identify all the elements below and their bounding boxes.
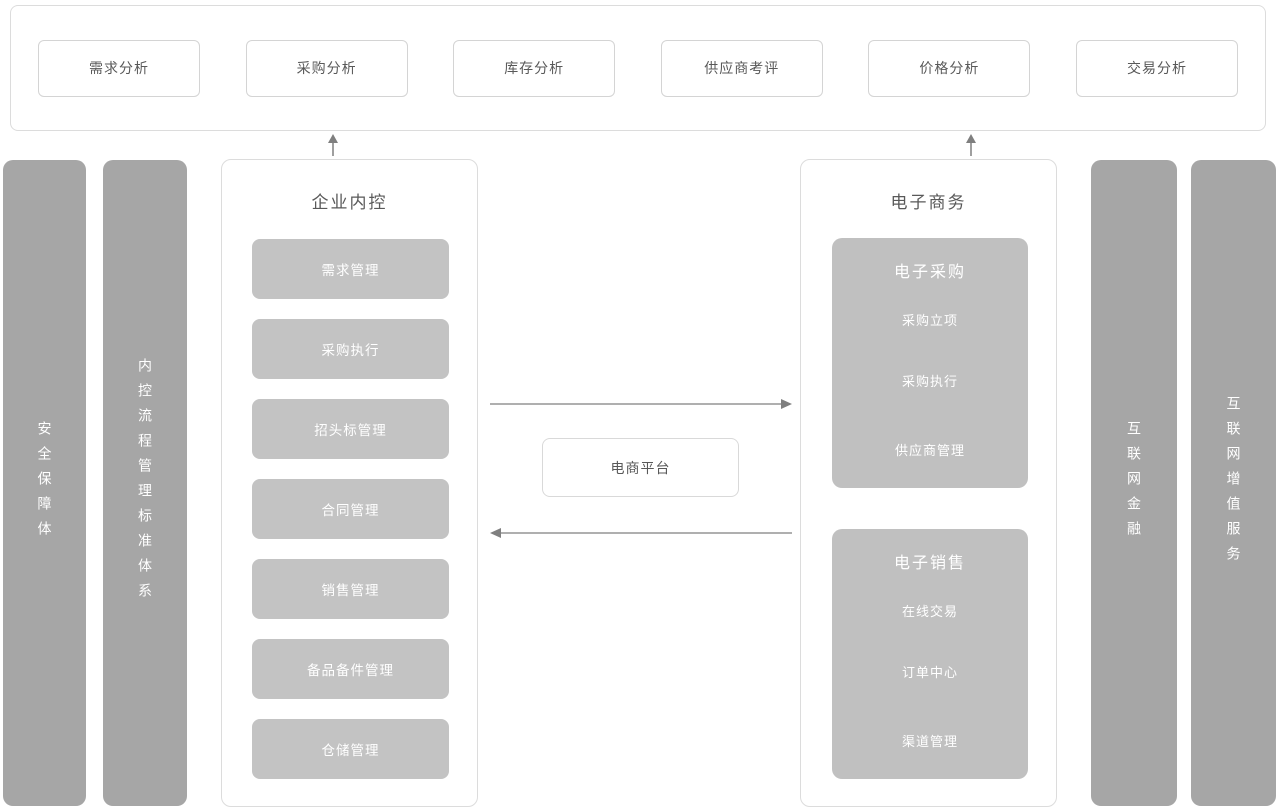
subpanel-e-procurement: 电子采购 采购立项 采购执行 供应商管理 (832, 238, 1028, 488)
node-procurement-execution-ecom: 采购执行 (901, 374, 958, 389)
node-procurement-execution: 采购执行 (252, 319, 449, 379)
subpanel-e-sales-title: 电子销售 (893, 555, 966, 572)
panel-ecommerce-title: 电子商务 (890, 193, 967, 212)
node-supplier-management: 供应商管理 (894, 443, 965, 458)
pillar-security-assurance: 安全保障体 (3, 160, 86, 806)
right-arrow-icon (490, 399, 792, 409)
node-order-center: 订单中心 (901, 665, 958, 680)
up-arrow-icon (328, 134, 338, 156)
node-bidding-management: 招头标管理 (252, 399, 449, 459)
node-warehouse-management: 仓储管理 (252, 719, 449, 779)
node-online-trading: 在线交易 (901, 604, 958, 619)
subpanel-e-procurement-title: 电子采购 (893, 264, 966, 281)
subpanel-e-sales: 电子销售 在线交易 订单中心 渠道管理 (832, 529, 1028, 779)
node-price-analysis: 价格分析 (868, 39, 1031, 97)
node-ecommerce-platform: 电商平台 (542, 438, 739, 497)
pillar-internet-finance: 互联网金融 (1091, 160, 1177, 806)
node-inventory-analysis: 库存分析 (453, 39, 616, 97)
pillar-label: 互联网金融 (1126, 420, 1142, 546)
node-channel-management: 渠道管理 (901, 734, 958, 749)
node-supplier-evaluation: 供应商考评 (660, 39, 823, 97)
left-arrow-icon (490, 528, 792, 538)
pillar-internal-control-standards: 内控流程管理标准体系 (103, 160, 187, 806)
node-sales-management: 销售管理 (252, 559, 449, 619)
up-arrow-icon (966, 134, 976, 156)
analysis-panel: 需求分析 采购分析 库存分析 供应商考评 价格分析 交易分析 (10, 5, 1266, 131)
pillar-internet-value-added-services: 互联网增值服务 (1191, 160, 1276, 806)
node-transaction-analysis: 交易分析 (1075, 39, 1238, 97)
internal-control-item-list: 需求管理 采购执行 招头标管理 合同管理 销售管理 备品备件管理 仓储管理 (252, 239, 449, 779)
node-demand-management: 需求管理 (252, 239, 449, 299)
panel-ecommerce: 电子商务 电子采购 采购立项 采购执行 供应商管理 电子销售 在线交易 订单中心… (800, 159, 1057, 807)
node-contract-management: 合同管理 (252, 479, 449, 539)
node-procurement-initiation: 采购立项 (901, 313, 958, 328)
pillar-label: 互联网增值服务 (1225, 395, 1242, 571)
panel-internal-control-title: 企业内控 (311, 193, 388, 212)
pillar-label: 内控流程管理标准体系 (137, 358, 153, 608)
node-demand-analysis: 需求分析 (38, 39, 200, 97)
pillar-label: 安全保障体 (36, 420, 53, 546)
panel-internal-control: 企业内控 需求管理 采购执行 招头标管理 合同管理 销售管理 备品备件管理 仓储… (221, 159, 478, 807)
node-procurement-analysis: 采购分析 (245, 39, 408, 97)
node-spare-parts-management: 备品备件管理 (252, 639, 449, 699)
